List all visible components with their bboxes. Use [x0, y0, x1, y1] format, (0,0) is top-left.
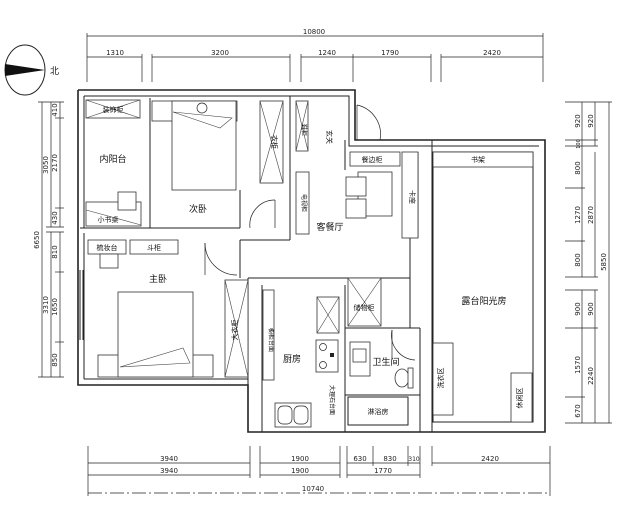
- dim-top-5: 2420: [483, 49, 501, 57]
- inner-walls: [149, 96, 433, 432]
- toilet-icon: [394, 367, 414, 389]
- label-small-desk: 小书桌: [98, 215, 119, 224]
- label-booth: 卡座: [408, 190, 417, 204]
- label-inner-balcony: 内阳台: [99, 153, 126, 165]
- dim-left-mid-1: 3050: [42, 156, 50, 174]
- dim-bottom-3: 630: [353, 455, 366, 463]
- label-shoe-cabinet: 鞋柜: [300, 124, 308, 136]
- label-second-bedroom: 次卧: [189, 203, 207, 215]
- north-label: 北: [50, 66, 59, 77]
- shower-room: [347, 396, 409, 426]
- outer-walls: [77, 89, 546, 433]
- label-big-wardrobe: 大衣柜: [230, 320, 239, 341]
- dim-left-inner-6: 850: [51, 353, 59, 366]
- dim-bottom-5: 310: [408, 456, 420, 463]
- dim-right-mid-4: 2240: [587, 367, 595, 385]
- label-leisure: 休闲区: [515, 388, 524, 409]
- dim-right-inner-2: 100: [576, 139, 582, 149]
- dining-table: [345, 171, 393, 219]
- dim-bottom-1: 3940: [160, 455, 178, 463]
- dim-right-mid-2: 2870: [587, 206, 595, 224]
- dim-right-inner-6: 900: [574, 302, 582, 315]
- label-laundry: 洗衣区: [436, 368, 445, 389]
- label-marble-counter: 大理石台面: [328, 385, 336, 415]
- dim-right-total: 5850: [600, 253, 608, 271]
- chest: [129, 239, 179, 255]
- stove-icon: [315, 339, 339, 373]
- top-dimension-lines: [86, 33, 544, 82]
- dim-left-mid-2: 3310: [42, 296, 50, 314]
- big-wardrobe: [224, 279, 249, 378]
- wardrobe: [259, 100, 284, 184]
- booth: [401, 151, 419, 239]
- dim-bottom2-2: 1900: [291, 467, 309, 475]
- decor-cabinet: [85, 99, 141, 119]
- bed-second-bedroom: [151, 100, 238, 191]
- label-living-dining: 客餐厅: [316, 221, 343, 233]
- label-tv-cabinet: 电视柜: [300, 194, 308, 212]
- laundry-area: [432, 342, 454, 416]
- label-dresser: 梳妆台: [97, 243, 118, 252]
- label-sunroom: 露台阳光房: [461, 295, 506, 307]
- dim-right-inner-5: 800: [574, 253, 582, 266]
- tv-cabinet: [295, 171, 310, 235]
- sink-icon: [274, 402, 312, 428]
- dim-right-inner-1: 920: [574, 114, 582, 127]
- dim-left-inner-4: 810: [51, 245, 59, 258]
- window-master-bedroom: [79, 270, 84, 340]
- basin-icon: [349, 341, 371, 377]
- small-desk: [85, 191, 142, 227]
- dim-top-3: 1240: [318, 49, 336, 57]
- label-bookshelf: 书架: [471, 155, 485, 164]
- label-master-bedroom: 主卧: [149, 273, 167, 285]
- dim-left-inner-3: 430: [51, 211, 59, 224]
- left-dimension-lines: [38, 101, 64, 378]
- dim-bottom-4: 830: [383, 455, 396, 463]
- label-chest: 斗柜: [147, 243, 161, 252]
- bookshelf: [432, 151, 534, 168]
- dim-bottom2-3: 1770: [374, 467, 392, 475]
- dim-right-inner-8: 670: [574, 404, 582, 417]
- dim-bottom-2: 1900: [291, 455, 309, 463]
- shoe-cabinet: [295, 100, 309, 152]
- label-entrance: 玄关: [325, 130, 334, 144]
- leisure-area: [510, 372, 533, 423]
- dim-top-total: 10800: [303, 28, 325, 36]
- dim-bottom2-1: 3940: [160, 467, 178, 475]
- bottom-dimension-lines: [87, 446, 551, 496]
- storage-cabinet: [347, 277, 382, 327]
- label-bathroom: 卫生间: [372, 356, 399, 368]
- label-decor-cabinet: 装饰柜: [103, 105, 124, 114]
- dim-top-1: 1310: [106, 49, 124, 57]
- dim-top-4: 1790: [381, 49, 399, 57]
- dim-right-mid-3: 900: [587, 302, 595, 315]
- dim-right-inner-3: 800: [574, 161, 582, 174]
- dim-top-2: 3200: [211, 49, 229, 57]
- bed-master-bedroom: [97, 291, 214, 378]
- label-cabinet-counter: 橱柜台面: [267, 328, 275, 352]
- dim-bottom-6: 2420: [481, 455, 499, 463]
- sideboard: [349, 151, 401, 167]
- dim-bottom-total: 10740: [302, 485, 324, 493]
- cabinet-counter: [262, 289, 275, 381]
- label-kitchen: 厨房: [283, 353, 301, 365]
- fridge: [316, 296, 340, 334]
- dim-left-inner-1: 410: [51, 103, 59, 116]
- north-arrow-icon: [4, 44, 46, 96]
- dim-right-inner-4: 1270: [574, 206, 582, 224]
- dim-left-inner-5: 1650: [51, 298, 59, 316]
- dim-right-inner-7: 1570: [574, 356, 582, 374]
- dim-left-total: 6650: [33, 231, 41, 249]
- label-sideboard: 餐边柜: [362, 155, 383, 164]
- label-shower: 淋浴房: [368, 407, 389, 416]
- dim-left-inner-2: 2170: [51, 154, 59, 172]
- right-dimension-lines: [565, 101, 612, 424]
- label-storage: 储物柜: [354, 303, 375, 312]
- dresser-stool: [99, 253, 119, 269]
- dim-right-mid-1: 920: [587, 114, 595, 127]
- label-wardrobe: 衣柜: [270, 135, 279, 149]
- door-icons: [204, 104, 416, 361]
